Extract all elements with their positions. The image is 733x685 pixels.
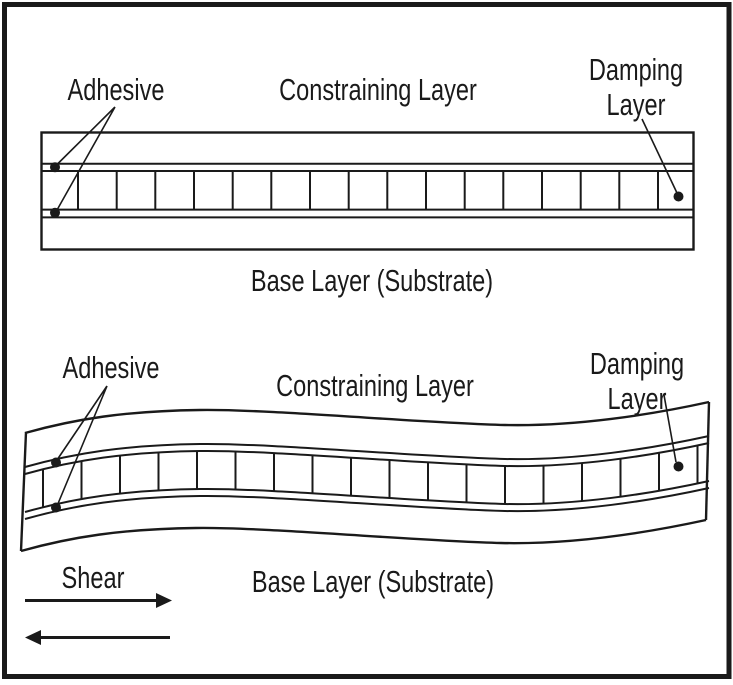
sheared-adhesive1-top-curve (24, 435, 710, 468)
sheared-adhesive-leader-lines (56, 385, 108, 507)
flat-damping-layer-label: Damping Layer (588, 52, 684, 122)
flat-adhesive-dot-top (50, 162, 60, 173)
sheared-right-edge (704, 401, 711, 521)
flat-damping-dividers (77, 171, 659, 210)
flat-adhesive-label: Adhesive (67, 72, 165, 107)
shear-arrows (25, 593, 172, 645)
sheared-damping-leader-line (663, 394, 677, 463)
sheared-base-layer-label: Base Layer (Substrate) (251, 564, 495, 599)
sheared-left-edge (19, 431, 28, 552)
flat-outline (40, 131, 695, 251)
flat-damping-dot (673, 191, 684, 202)
sheared-damping-dividers (42, 445, 699, 507)
flat-damping-leader-line (641, 118, 678, 194)
shear-label: Shear (61, 560, 125, 595)
sheared-diagram-art (19, 385, 711, 553)
sheared-damping-top-curve (24, 442, 710, 475)
sheared-constraining-top-curve (24, 400, 710, 435)
sheared-adhesive-label: Adhesive (62, 350, 160, 385)
sheared-damping-dot (673, 461, 684, 472)
flat-diagram-art (40, 106, 695, 251)
sheared-adhesive2-bottom-curve (24, 487, 710, 520)
flat-base-layer-label: Base Layer (Substrate) (250, 263, 494, 298)
sheared-adhesive-dot-top (51, 457, 61, 468)
shear-arrow-left-head-icon (25, 630, 41, 645)
flat-constraining-layer-label: Constraining Layer (279, 72, 477, 107)
shear-arrow-right-head-icon (156, 593, 172, 608)
sheared-damping-bottom-curve (24, 480, 710, 513)
sheared-adhesive-dot-bottom (51, 502, 61, 513)
flat-adhesive-dot-bottom (50, 207, 60, 218)
sheared-constraining-layer-label: Constraining Layer (276, 368, 474, 403)
flat-adhesive-leader-lines (56, 106, 116, 211)
sheared-base-bottom-curve (20, 518, 707, 553)
sheared-damping-layer-label: Damping Layer (589, 346, 685, 416)
